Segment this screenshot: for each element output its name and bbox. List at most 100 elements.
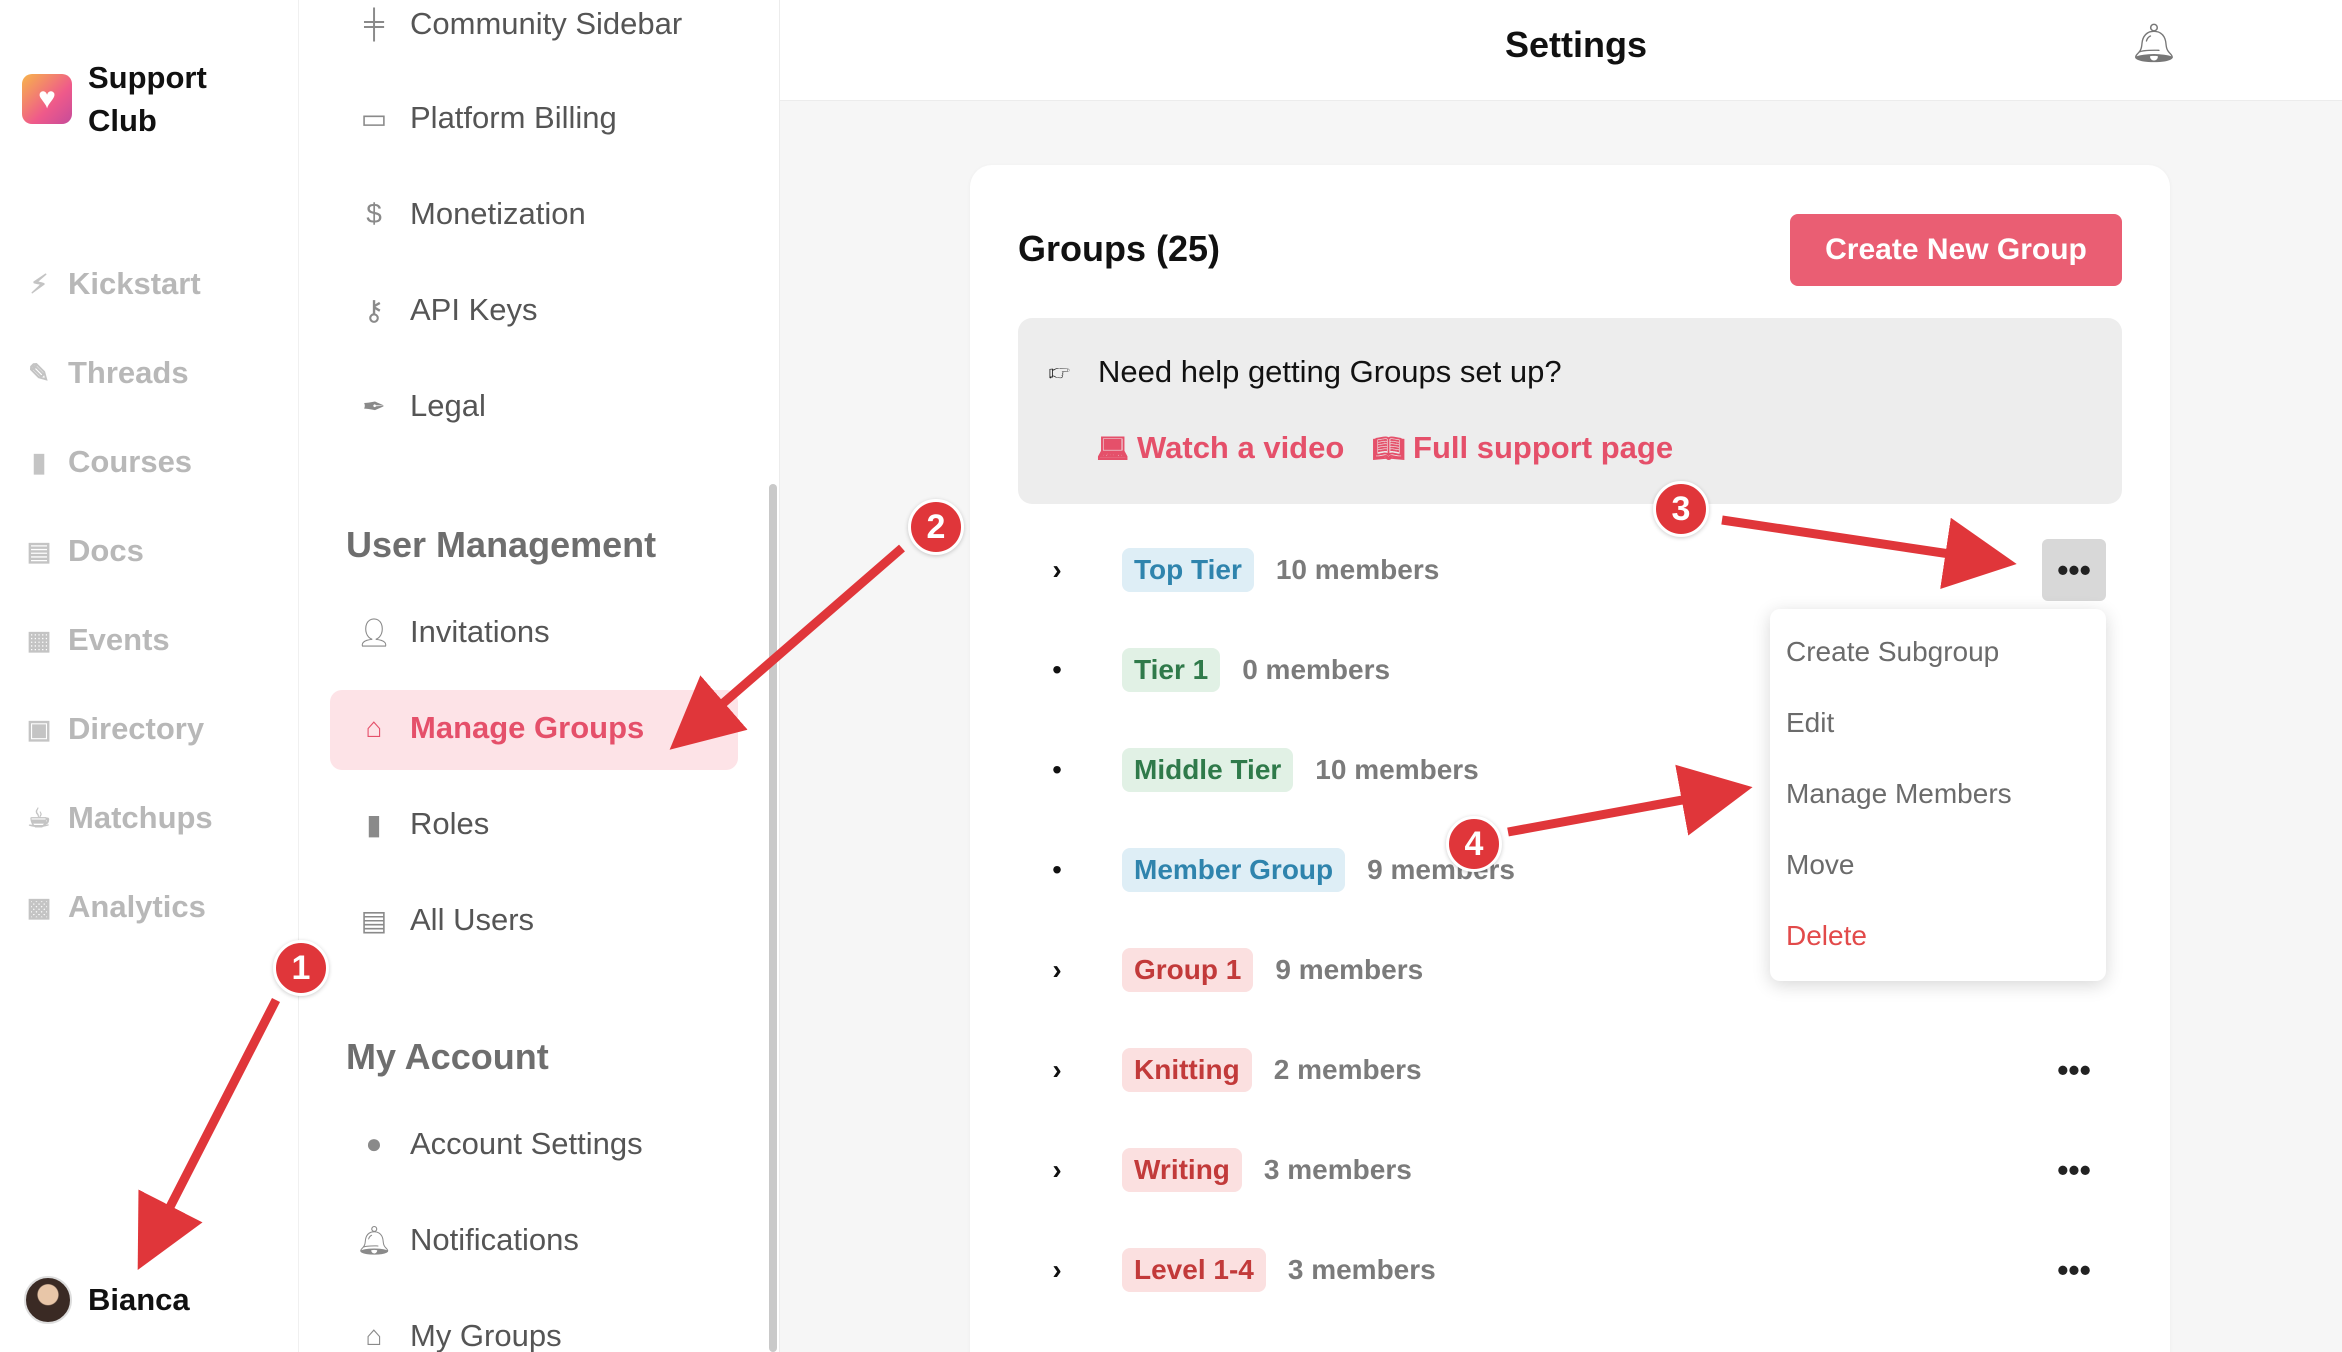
- nav-item-label: Threads: [68, 355, 189, 390]
- nav-item-label: Analytics: [68, 889, 206, 924]
- settings-item-legal[interactable]: ✒ Legal: [356, 388, 486, 424]
- book-icon: ▮: [31, 446, 47, 477]
- brand[interactable]: ♥ Support Club: [22, 56, 228, 142]
- bell-icon: 🔔︎: [356, 1224, 392, 1256]
- group-row-middle-tier[interactable]: • Middle Tier 10 members: [1040, 743, 1479, 797]
- calendar-icon: ▦: [26, 624, 52, 655]
- watch-video-link[interactable]: 💻︎ Watch a video: [1096, 430, 1344, 466]
- member-count: 10 members: [1315, 754, 1479, 785]
- member-count: 2 members: [1273, 1054, 1422, 1085]
- full-support-label: Full support page: [1413, 430, 1674, 465]
- group-row-knitting[interactable]: › Knitting 2 members: [1040, 1043, 1422, 1097]
- full-support-link[interactable]: 📖︎ Full support page: [1372, 430, 1673, 466]
- chevron-right-icon[interactable]: ›: [1052, 1154, 1062, 1185]
- menu-item-edit[interactable]: Edit: [1786, 707, 1835, 738]
- menu-item-move[interactable]: Move: [1786, 849, 1855, 880]
- group-tag[interactable]: Member Group: [1122, 848, 1346, 892]
- bullet-icon: •: [1052, 854, 1062, 885]
- group-context-menu: [1770, 609, 2106, 981]
- settings-sidebar-scrollbar[interactable]: [769, 484, 777, 1352]
- house-icon: ⌂: [365, 712, 383, 743]
- settings-item-invitations[interactable]: 👤︎ Invitations: [356, 614, 549, 650]
- nav-item-courses[interactable]: ▮ Courses: [24, 444, 192, 480]
- feather-icon: ✒: [362, 390, 386, 422]
- top-header: [780, 0, 2342, 101]
- group-tag[interactable]: Group 1: [1122, 948, 1254, 992]
- menu-item-create-subgroup[interactable]: Create Subgroup: [1786, 636, 2000, 667]
- chevron-right-icon[interactable]: ›: [1052, 1254, 1062, 1285]
- bolt-icon: ⚡︎: [29, 268, 49, 299]
- settings-item-label: API Keys: [410, 292, 538, 327]
- more-options-button[interactable]: •••: [2057, 1051, 2091, 1088]
- menu-item-manage-members[interactable]: Manage Members: [1786, 778, 2012, 809]
- section-heading-user-management: User Management: [346, 524, 657, 565]
- settings-item-platform-billing[interactable]: ▭ Platform Billing: [356, 100, 617, 136]
- member-count: 0 members: [1242, 654, 1391, 685]
- create-new-group-button[interactable]: Create New Group: [1790, 214, 2122, 286]
- nav-item-matchups[interactable]: ☕︎ Matchups: [24, 800, 212, 836]
- group-tag[interactable]: Level 1-4: [1122, 1248, 1266, 1292]
- user-icon: ●: [365, 1128, 383, 1159]
- settings-item-monetization[interactable]: $ Monetization: [356, 196, 586, 232]
- menu-item-delete[interactable]: Delete: [1786, 920, 1867, 951]
- chevron-right-icon[interactable]: ›: [1052, 954, 1062, 985]
- settings-item-all-users[interactable]: ▤ All Users: [356, 902, 534, 938]
- settings-item-roles[interactable]: ▮ Roles: [356, 806, 489, 842]
- settings-item-label: All Users: [410, 902, 535, 937]
- settings-item-label: My Groups: [410, 1318, 562, 1352]
- nav-item-label: Directory: [68, 711, 205, 746]
- key-icon: ⚷: [363, 294, 385, 326]
- address-book-icon: ▣: [26, 713, 52, 744]
- nav-item-kickstart[interactable]: ⚡︎ Kickstart: [24, 266, 201, 302]
- more-options-button[interactable]: •••: [2057, 1151, 2091, 1188]
- nav-item-label: Kickstart: [68, 266, 201, 301]
- group-row-top-tier[interactable]: › Top Tier 10 members: [1040, 543, 1439, 597]
- chevron-right-icon[interactable]: ›: [1052, 554, 1062, 585]
- bullet-icon: •: [1052, 754, 1062, 785]
- group-tag[interactable]: Top Tier: [1122, 548, 1254, 592]
- group-row-tier-1[interactable]: • Tier 1 0 members: [1040, 643, 1390, 697]
- settings-item-account-settings[interactable]: ● Account Settings: [356, 1126, 643, 1162]
- settings-item-label: Monetization: [410, 196, 586, 231]
- notification-bell-icon[interactable]: 🔔︎: [2130, 23, 2179, 65]
- settings-item-label: Community Sidebar: [410, 6, 683, 41]
- coffee-icon: ☕︎: [27, 802, 51, 833]
- settings-item-manage-groups[interactable]: ⌂ Manage Groups: [356, 710, 645, 746]
- settings-item-label: Notifications: [410, 1222, 579, 1257]
- group-tag[interactable]: Writing: [1122, 1148, 1242, 1192]
- pointing-hand-icon: 👉︎: [1048, 354, 1070, 387]
- group-tag[interactable]: Tier 1: [1122, 648, 1221, 692]
- section-heading-my-account: My Account: [346, 1036, 549, 1077]
- settings-item-notifications[interactable]: 🔔︎ Notifications: [356, 1222, 579, 1258]
- settings-item-api-keys[interactable]: ⚷ API Keys: [356, 292, 538, 328]
- nav-item-analytics[interactable]: ▩ Analytics: [24, 889, 206, 925]
- user-profile[interactable]: Bianca: [24, 1276, 190, 1324]
- settings-item-my-groups[interactable]: ⌂ My Groups: [356, 1318, 562, 1352]
- more-options-button[interactable]: •••: [2057, 1251, 2091, 1288]
- group-row-writing[interactable]: › Writing 3 members: [1040, 1143, 1412, 1197]
- group-tag[interactable]: Middle Tier: [1122, 748, 1294, 792]
- more-options-button[interactable]: •••: [2042, 539, 2106, 601]
- settings-item-community-sidebar[interactable]: ╪ Community Sidebar: [356, 6, 682, 42]
- settings-item-label: Platform Billing: [410, 100, 617, 135]
- group-row-group-1[interactable]: › Group 1 9 members: [1040, 943, 1423, 997]
- group-row-level-1-4[interactable]: › Level 1-4 3 members: [1040, 1243, 1436, 1297]
- nav-item-events[interactable]: ▦ Events: [24, 622, 170, 658]
- user-plus-icon: 👤︎: [356, 616, 392, 648]
- member-count: 10 members: [1275, 554, 1440, 585]
- nav-item-directory[interactable]: ▣ Directory: [24, 711, 204, 747]
- chevron-right-icon[interactable]: ›: [1052, 1054, 1062, 1085]
- document-icon: ▤: [26, 535, 52, 566]
- open-book-icon: 📖︎: [1372, 432, 1406, 463]
- help-banner: [1018, 318, 2122, 504]
- brand-name: Support Club: [88, 60, 207, 138]
- settings-item-label: Account Settings: [410, 1126, 643, 1161]
- book-icon: ▮: [366, 808, 382, 840]
- nav-item-threads[interactable]: ✎ Threads: [24, 355, 189, 391]
- nav-item-docs[interactable]: ▤ Docs: [24, 533, 144, 569]
- member-count: 3 members: [1287, 1254, 1436, 1285]
- app-sidebar: ♥ Support Club ⚡︎ Kickstart ✎ Threads ▮ …: [0, 0, 298, 1352]
- columns-icon: ╪: [364, 8, 384, 39]
- group-tag[interactable]: Knitting: [1122, 1048, 1252, 1092]
- group-row-member-group[interactable]: • Member Group 9 members: [1040, 843, 1515, 897]
